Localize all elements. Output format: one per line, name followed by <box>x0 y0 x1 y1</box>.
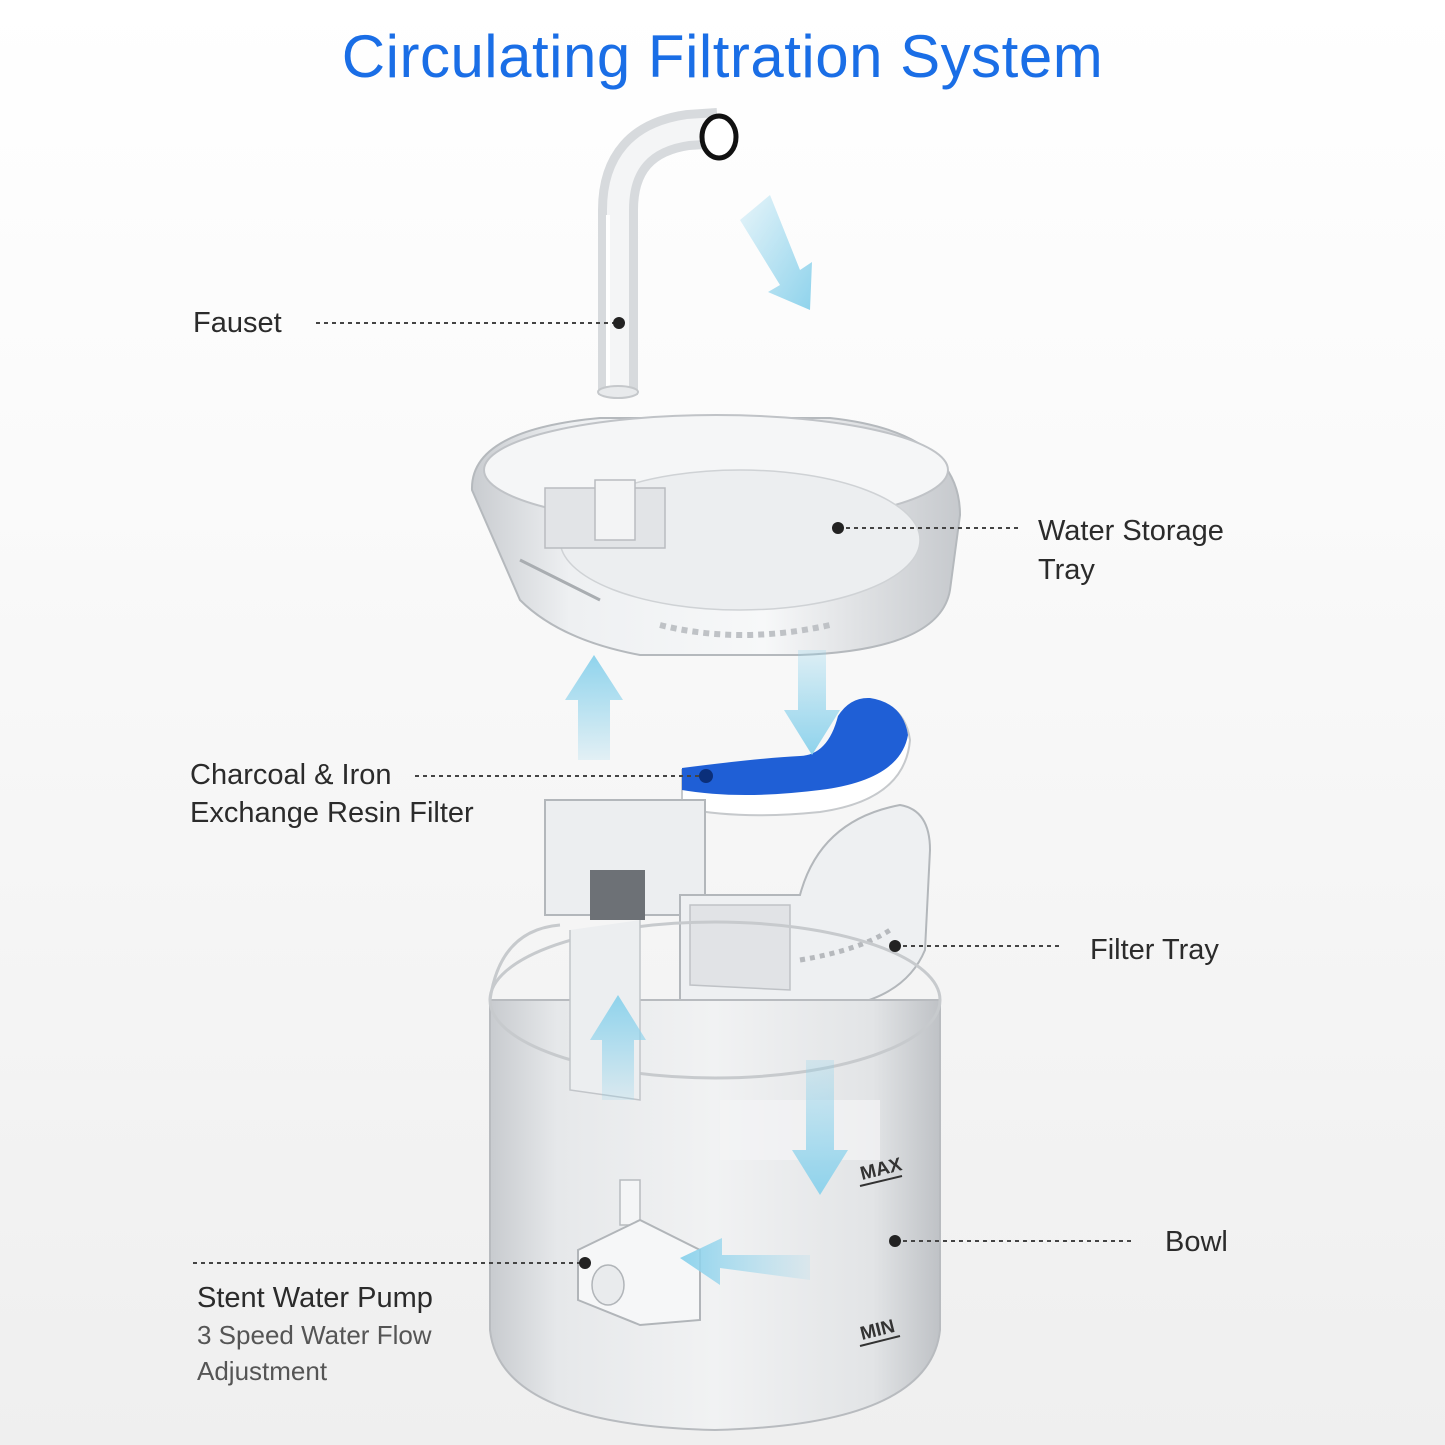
tray-label-line2: Tray <box>1038 554 1095 586</box>
flow-arrows <box>565 195 848 1285</box>
water-storage-tray <box>470 414 962 656</box>
pump-label: Stent Water Pump <box>197 1282 433 1314</box>
pump-sub-line1: 3 Speed Water Flow <box>197 1320 432 1350</box>
page-title: Circulating Filtration System <box>341 23 1104 90</box>
leader-lines <box>193 317 1135 1269</box>
filter-label-line1: Charcoal & Iron <box>190 759 392 791</box>
filter-tray-label: Filter Tray <box>1090 934 1219 966</box>
faucet-label: Fauset <box>193 307 282 339</box>
water-pump <box>577 1179 701 1327</box>
bowl-label: Bowl <box>1165 1226 1228 1258</box>
pump-sub-line2: Adjustment <box>197 1356 328 1386</box>
tray-label-line1: Water Storage <box>1038 515 1224 547</box>
faucet-tube <box>597 108 739 399</box>
filter-label-line2: Exchange Resin Filter <box>190 797 474 829</box>
filter-tray <box>544 799 932 1012</box>
charcoal-filter <box>681 697 912 817</box>
